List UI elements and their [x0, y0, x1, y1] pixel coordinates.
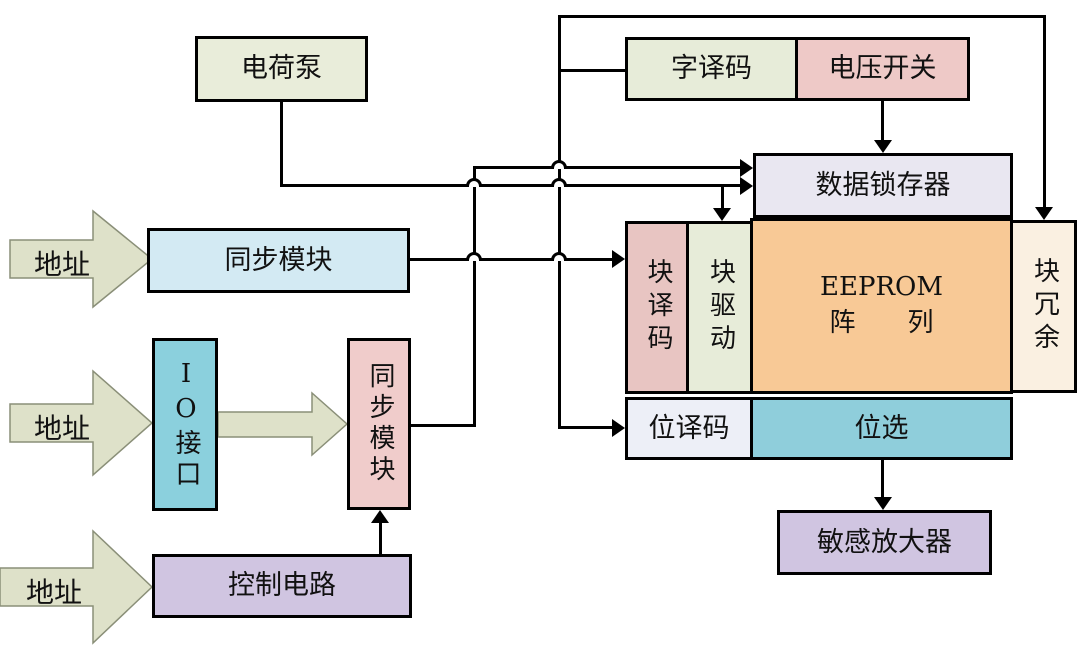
connector-chargepump-vertical	[280, 102, 283, 186]
connector-syncmid-vertical	[473, 166, 476, 427]
address-label-1: 地址	[33, 248, 90, 281]
sync-module-mid-label: 同步模块	[364, 362, 395, 486]
connector-worddec-vertical	[558, 15, 561, 428]
io-to-sync-arrow	[217, 391, 349, 457]
arrowhead-into-datalatch-1	[740, 159, 753, 177]
address-label-2: 地址	[33, 412, 90, 445]
line-hop	[551, 178, 567, 187]
data-latch-label: 数据锁存器	[815, 169, 951, 201]
block-redundancy-label: 块冗余	[1029, 257, 1060, 356]
arrowhead-into-datalatch-2	[740, 177, 753, 195]
block-driver-label: 块驱动	[705, 258, 736, 357]
connector-syncmid-to-latch	[473, 166, 740, 169]
arrowhead-into-blockdecoder	[612, 250, 625, 268]
sense-amplifier-label: 敏感放大器	[817, 526, 952, 558]
address-arrow-3	[0, 529, 154, 645]
block-bit-select: 位选	[750, 397, 1013, 460]
bit-decoder-label: 位译码	[648, 412, 730, 444]
block-block-redundancy: 块冗余	[1010, 220, 1077, 393]
line-hop	[466, 252, 482, 261]
arrowhead-into-blockredundancy	[1035, 207, 1053, 220]
block-decoder-label: 块译码	[642, 258, 673, 357]
arrowhead-into-senseamp	[874, 497, 892, 510]
connector-synctop-to-blockdecoder	[410, 258, 612, 261]
arrowhead-into-datalatch-top	[874, 140, 892, 153]
charge-pump-label: 电荷泵	[241, 53, 322, 85]
sync-module-top-label: 同步模块	[224, 244, 333, 276]
block-io-interface: IO接口	[152, 338, 218, 511]
line-hop	[551, 160, 567, 169]
voltage-switch-label: 电压开关	[828, 53, 937, 85]
block-sense-amplifier: 敏感放大器	[777, 510, 992, 575]
connector-to-blockredundancy-vertical	[1043, 15, 1046, 208]
io-interface-label: IO接口	[170, 358, 201, 491]
line-hop	[466, 178, 482, 187]
block-block-decoder: 块译码	[625, 221, 689, 394]
block-data-latch: 数据锁存器	[753, 153, 1013, 218]
arrowhead-into-blockdriver	[713, 208, 731, 221]
arrowhead-into-syncmid-bottom	[371, 510, 389, 523]
connector-to-bitdecoder	[558, 426, 614, 429]
block-bit-decoder: 位译码	[625, 397, 753, 460]
block-charge-pump: 电荷泵	[195, 36, 368, 102]
block-eeprom-array: EEPROM 阵 列	[750, 218, 1013, 394]
connector-chargepump-horizontal	[280, 184, 740, 187]
connector-control-to-syncmid	[379, 522, 382, 554]
block-sync-module-top: 同步模块	[147, 228, 410, 293]
address-arrow-2	[9, 369, 154, 477]
control-circuit-label: 控制电路	[228, 570, 336, 602]
connector-top-horizontal	[558, 15, 1046, 18]
line-hop	[551, 252, 567, 261]
arrowhead-into-bitdecoder	[612, 419, 625, 437]
word-decoder-label: 字译码	[671, 53, 752, 85]
eeprom-array-line2: 阵 列	[829, 308, 934, 338]
eeprom-array-line1: EEPROM	[820, 272, 943, 303]
address-arrow-1	[9, 209, 154, 309]
eeprom-array-label: EEPROM 阵 列	[820, 272, 943, 339]
block-sync-module-mid: 同步模块	[347, 338, 411, 510]
connector-to-blockdriver-vertical	[721, 186, 724, 210]
connector-voltswitch-to-latch	[881, 101, 884, 141]
connector-to-worddecoder	[558, 69, 625, 72]
connector-syncmid-out	[411, 424, 476, 427]
bit-select-label: 位选	[854, 412, 909, 444]
connector-bitselect-to-senseamp	[881, 460, 884, 498]
address-label-3: 地址	[25, 576, 82, 609]
block-voltage-switch: 电压开关	[795, 37, 970, 101]
block-control-circuit: 控制电路	[152, 554, 412, 618]
block-word-decoder: 字译码	[625, 37, 798, 101]
block-block-driver: 块驱动	[686, 221, 753, 394]
